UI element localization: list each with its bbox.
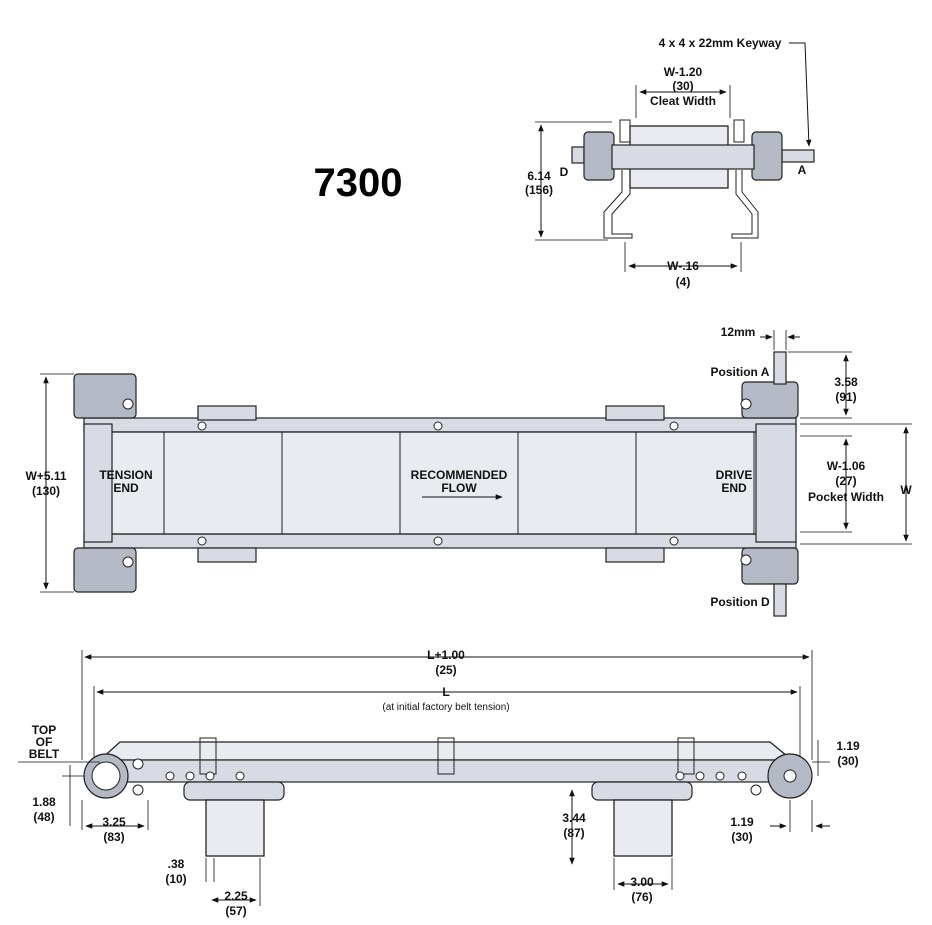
svg-text:Cleat Width: Cleat Width [650,94,716,108]
side-view: L+1.00 (25) L (at initial factory belt t… [18,648,860,918]
svg-text:OF: OF [36,735,53,749]
top-of-belt-label: TOP [32,723,56,737]
side-frame [95,759,799,783]
drive-bracket-bottom [741,547,799,585]
overall-length-dim: L+1.00 [427,648,465,662]
tension-end-label: TENSION [99,468,152,482]
stand-right [613,799,673,857]
tension-bracket-bottom [73,547,137,593]
end-frame [611,144,755,170]
svg-text:BELT: BELT [29,747,60,761]
drive-end-label: DRIVE [716,468,753,482]
tension-bracket-top [73,373,137,419]
svg-text:(10): (10) [165,872,186,886]
svg-text:(27): (27) [835,474,856,488]
cleat-width-dim: W-1.20 [664,65,703,79]
svg-text:(156): (156) [525,183,553,197]
position-a-label: Position A [711,365,770,379]
pocket-width-dim: W-1.06 [827,459,866,473]
leg-right [731,170,759,239]
dim-1-88: 1.88 [32,795,56,809]
dim-3-00: 3.00 [630,875,654,889]
side-belt-top [98,741,794,761]
top-view: TENSION END DRIVE END RECOMMENDED FLOW 1… [25,325,912,617]
shaft-stub-a [781,149,815,163]
svg-text:(130): (130) [32,484,60,498]
svg-text:FLOW: FLOW [441,481,477,495]
keyway-label: 4 x 4 x 22mm Keyway [659,36,782,50]
svg-text:(30): (30) [731,830,752,844]
svg-text:(48): (48) [33,810,54,824]
drive-end-cap [755,423,797,543]
position-d-label: Position D [710,595,770,609]
svg-text:(30): (30) [837,754,858,768]
svg-text:(76): (76) [631,890,652,904]
overall-width-dim: W+5.11 [25,469,66,483]
svg-text:(57): (57) [225,904,246,918]
bearing-right [751,131,783,181]
leg-left [603,170,633,239]
drive-bracket-top [741,381,799,419]
svg-text:(83): (83) [103,830,124,844]
dim-1-19-bottom: 1.19 [730,815,754,829]
svg-text:END: END [721,481,747,495]
shaft-diameter-dim: 12mm [721,325,756,339]
svg-text:END: END [113,481,139,495]
bearing-left [583,131,615,181]
position-a-marker: A [798,163,807,177]
foot-width-dim: W-.16 [667,259,699,273]
recommended-flow-label: RECOMMENDED [411,468,508,482]
tension-end-cap [83,423,113,543]
svg-text:(at initial factory belt tensi: (at initial factory belt tension) [382,702,509,713]
end-height-dim: 6.14 [527,169,551,183]
belt-area [93,431,761,535]
svg-text:Pocket Width: Pocket Width [808,490,884,504]
svg-text:(30): (30) [672,79,693,93]
dim-3-44: 3.44 [562,811,586,825]
end-view: W-1.20 (30) Cleat Width 4 x 4 x 22mm Key… [525,36,815,289]
shaft-stub-d [571,146,585,164]
shaft-length-dim: 3.58 [834,375,858,389]
dim-0-38: .38 [168,857,185,871]
belt-width-dim: W [900,483,912,497]
dim-3-25: 3.25 [102,815,126,829]
svg-text:(4): (4) [676,275,691,289]
drive-shaft-d [773,583,787,617]
model-number: 7300 [314,161,403,205]
length-dim: L [442,685,449,699]
svg-text:(25): (25) [435,663,456,677]
drive-shaft-a [773,351,787,385]
svg-text:(87): (87) [563,826,584,840]
dim-1-19-top: 1.19 [836,739,860,753]
position-d-marker: D [560,165,569,179]
stand-left [205,799,265,857]
svg-text:(91): (91) [835,390,856,404]
dim-2-25: 2.25 [224,889,248,903]
